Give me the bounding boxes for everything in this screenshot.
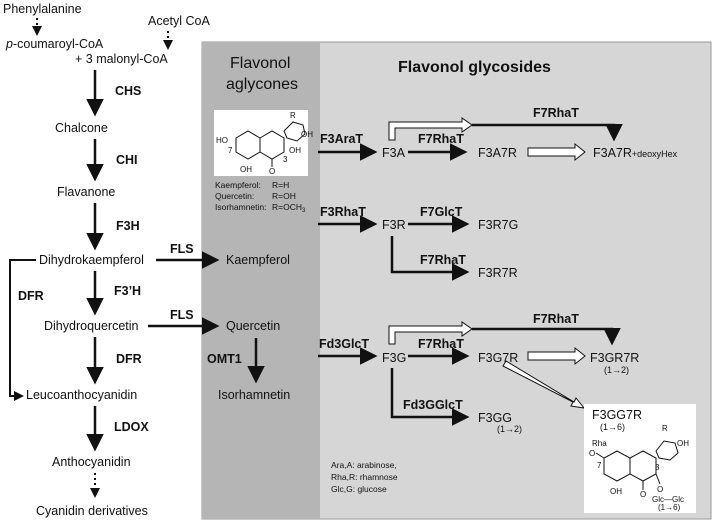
enzyme-fd3glct: Fd3GlcT (319, 337, 369, 351)
hollow-arrow-f3g-top (388, 321, 473, 345)
enzyme-f7glct: F7GlcT (420, 205, 463, 219)
enzyme-dfr: DFR (116, 352, 142, 366)
hollow-arrow-f3a7r (527, 142, 586, 162)
enzyme-f7rhat-a2: F7RhaT (533, 106, 579, 120)
struct1-oh-3: OH (289, 146, 301, 155)
struct1-oh-right: OH (301, 130, 313, 139)
struct2-o-link: O (657, 485, 663, 494)
leucoanthocyanidin-label: Leucoanthocyanidin (26, 388, 137, 402)
struct2-oh-bottom: OH (610, 487, 622, 496)
enzyme-f3rhat: F3RhaT (320, 205, 366, 219)
enzyme-fd3gglct: Fd3GGlcT (403, 398, 463, 412)
enzyme-fls-2: FLS (170, 308, 194, 322)
flavonol-structure (235, 121, 306, 167)
arrow-f7rhat-a2 (472, 123, 623, 142)
flavanone-label: Flavanone (57, 185, 115, 199)
f3a-label: F3A (382, 146, 406, 160)
arrow-fd3gglct (390, 368, 470, 426)
struct1-o-bottom: O (269, 167, 275, 176)
f3gg-linkage: (1→2) (497, 424, 522, 434)
flavonol-structure-box (214, 110, 308, 176)
aglycones-title-line2: aglycones (226, 76, 298, 93)
hollow-arrow-f3gg7r (502, 360, 586, 409)
struct2-glcglc: Glc—Glc (652, 495, 684, 504)
legend-isorhamnetin: Isorhamnetin: (215, 202, 267, 212)
aglycones-title-line1: Flavonol (230, 55, 290, 72)
struct2-7: 7 (597, 461, 602, 470)
enzyme-f3arat: F3AraT (320, 132, 363, 146)
abbrev-line2: Rha,R: rhamnose (331, 472, 398, 482)
f3a7r-deoxyhex-label: F3A7R+deoxyHex (593, 146, 678, 160)
enzyme-f3primeh: F3’H (114, 284, 141, 298)
enzyme-fls-1: FLS (170, 242, 194, 256)
arrow-f7rhat-r (390, 236, 470, 281)
struct2-oh: OH (677, 439, 689, 448)
enzyme-f7rhat-g2: F7RhaT (533, 312, 579, 326)
struct2-o7: O (589, 449, 595, 458)
abbrev-line1: Ara,A: arabinose, (331, 460, 397, 470)
kaempferol-label: Kaempferol (226, 253, 290, 267)
f3gg7r-linkage: (1→6) (600, 422, 625, 432)
legend-kaempferol-r: R=H (272, 180, 289, 190)
f3a7r-label: F3A7R (478, 146, 517, 160)
enzyme-chs: CHS (115, 84, 141, 98)
struct2-link: (1→6) (658, 503, 681, 512)
enzyme-f7rhat-r: F7RhaT (420, 253, 466, 267)
dfr-side-arrow (9, 259, 36, 401)
f3g-label: F3G (382, 351, 406, 365)
hollow-arrow-f3a-top (388, 117, 473, 141)
struct1-ho: HO (216, 136, 228, 145)
struct1-7: 7 (228, 146, 233, 155)
f3r-label: F3R (382, 218, 406, 232)
glycosides-title: Flavonol glycosides (398, 59, 551, 76)
glycoside-structure (595, 440, 679, 490)
anthocyanidin-label: Anthocyanidin (52, 455, 131, 469)
legend-kaempferol: Kaempferol: (215, 180, 261, 190)
struct1-3: 3 (283, 155, 288, 164)
quercetin-label: Quercetin (226, 319, 280, 333)
cyanidin-derivatives-label: Cyanidin derivatives (36, 504, 148, 518)
legend-isorhamnetin-r: R=OCH3 (272, 202, 306, 214)
f3gg-label: F3GG (478, 411, 512, 425)
struct1-r: R (290, 111, 296, 120)
struct2-rha: Rha (592, 439, 607, 448)
phenylalanine-label: Phenylalanine (3, 2, 82, 16)
enzyme-omt1: OMT1 (207, 352, 242, 366)
enzyme-chi: CHI (116, 153, 138, 167)
enzyme-f3h: F3H (116, 219, 140, 233)
f3g7r-label: F3G7R (478, 351, 518, 365)
enzyme-f7rhat-g1: F7RhaT (418, 337, 464, 351)
enzyme-ldox: LDOX (114, 420, 149, 434)
struct2-o-bottom: O (640, 490, 646, 499)
struct2-3: 3 (655, 463, 660, 472)
f3gr7r-label: F3GR7R (590, 351, 639, 365)
legend-quercetin-r: R=OH (272, 191, 296, 201)
chalcone-label: Chalcone (55, 121, 108, 135)
hollow-arrow-f3g7r (527, 346, 586, 366)
p-coumaroyl-label: p-coumaroyl-CoA (5, 37, 104, 51)
f3r7g-label: F3R7G (478, 218, 518, 232)
arrow-f7rhat-g2 (472, 327, 621, 346)
struct2-r: R (662, 424, 668, 433)
f3gr7r-linkage: (1→2) (604, 365, 629, 375)
legend-quercetin: Quercetin: (215, 191, 254, 201)
enzyme-dfr-side: DFR (18, 289, 44, 303)
acetyl-coa-label: Acetyl CoA (148, 14, 210, 28)
abbrev-line3: Glc,G: glucose (331, 484, 387, 494)
malonyl-label: + 3 malonyl-CoA (75, 52, 168, 66)
f3gg7r-structure-box (584, 404, 696, 513)
dihydroquercetin-label: Dihydroquercetin (44, 319, 139, 333)
enzyme-f7rhat-a1: F7RhaT (418, 132, 464, 146)
dihydrokaempferol-label: Dihydrokaempferol (39, 253, 144, 267)
f3gg7r-label: F3GG7R (592, 408, 642, 422)
f3r7r-label: F3R7R (478, 266, 518, 280)
isorhamnetin-label: Isorhamnetin (218, 388, 290, 402)
struct1-oh-bottom: OH (240, 165, 252, 174)
